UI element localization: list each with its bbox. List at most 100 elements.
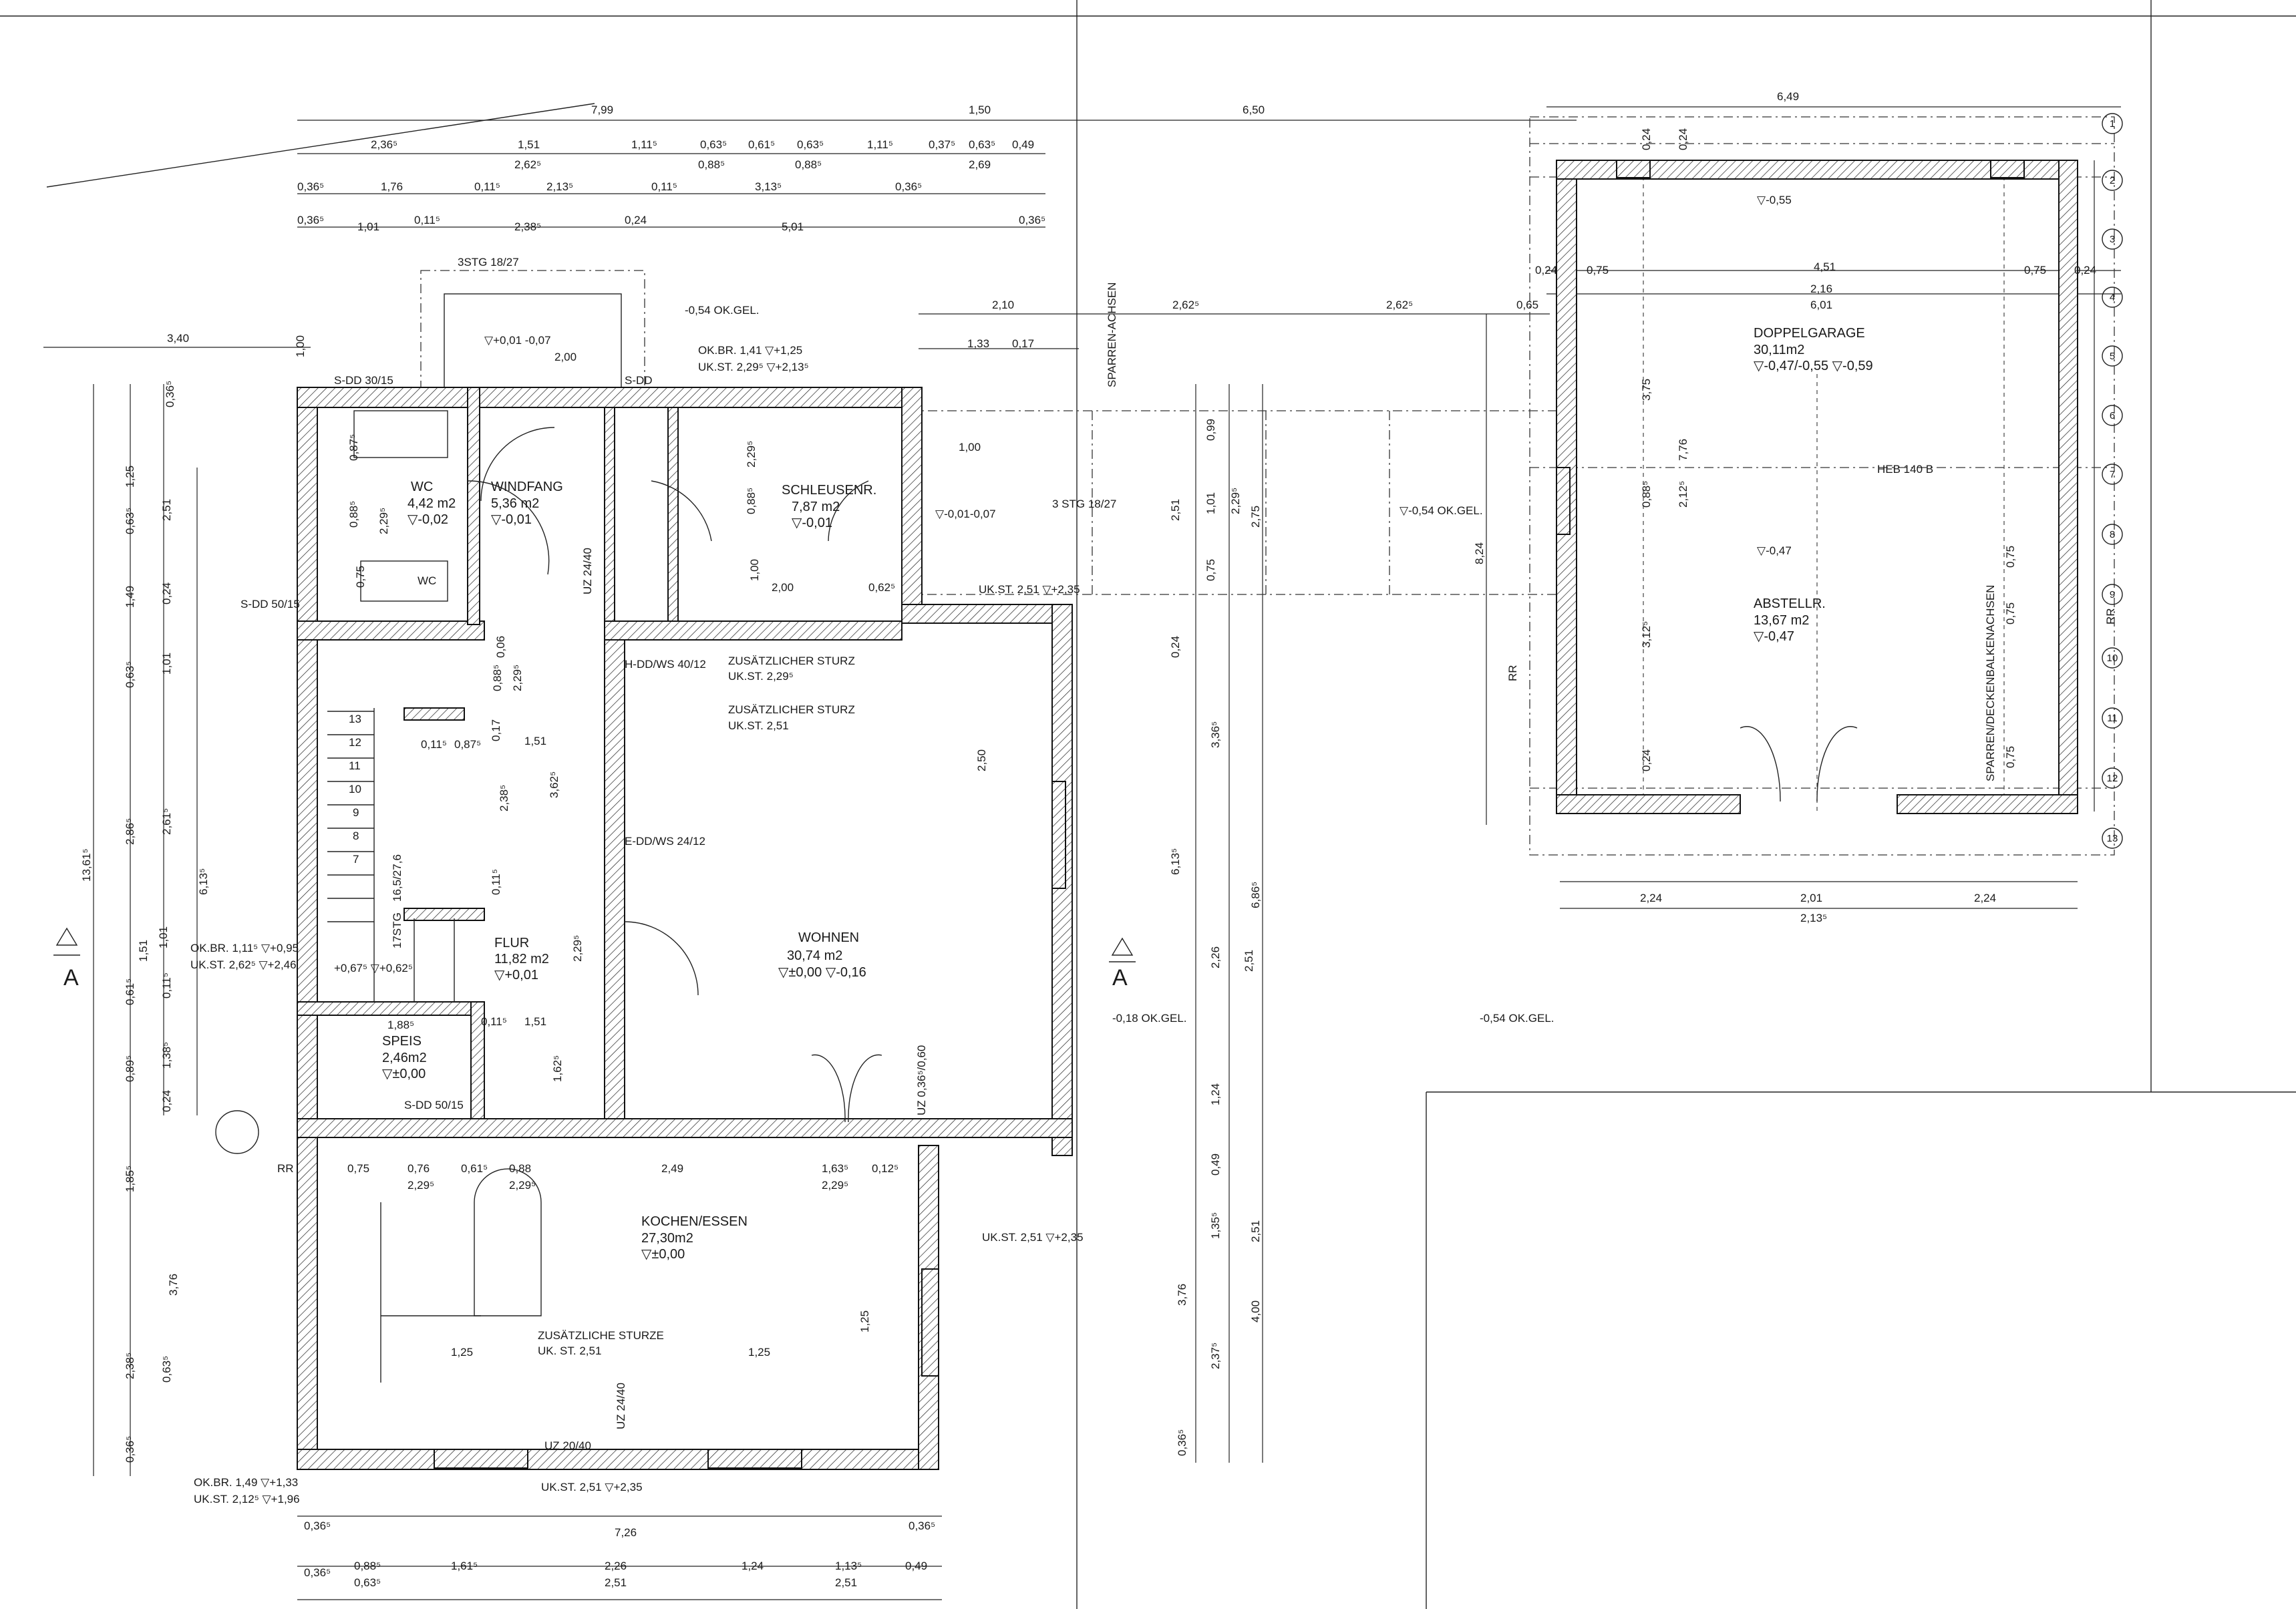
dim-top-c-1: 1,76 [381, 180, 403, 193]
annotations: 3STG 18/27 -0,54 OK.GEL. ▽+0,01 -0,07 2,… [63, 194, 2117, 1505]
dim-bottom-b-5: 1,13⁵ [835, 1560, 862, 1572]
dim-hall-4: 0,87⁵ [454, 738, 481, 751]
room-flur-area: 11,82 m2 [494, 952, 549, 966]
axis-label-6: 6 [2110, 410, 2115, 421]
dim-garage-top-1: 0,75 [1587, 264, 1609, 277]
dim-hall-23: 2,29⁵ [511, 665, 524, 691]
room-wohnen-level: ▽±0,00 ▽-0,16 [778, 965, 866, 980]
section-mark-left: A [63, 965, 79, 991]
label-lvl-garage-mid: ▽-0,47 [1757, 544, 1792, 557]
axis-label-4: 4 [2110, 292, 2115, 303]
dim-right-b-2: 2,75 [1249, 506, 1262, 528]
dim-kitchen-1: 0,76 [407, 1162, 430, 1175]
room-wohnen-area: 30,74 m2 [787, 948, 842, 963]
dim-garage-total: 6,49 [1777, 90, 1799, 103]
dim-hall-20: 0,75 [354, 566, 367, 588]
dim-left-b-3: 2,61⁵ [160, 808, 173, 835]
dim-left-b-7: 0,24 [160, 1090, 173, 1112]
room-labels: WC 4,42 m2 ▽-0,02 WINDFANG 5,36 m2 ▽-0,0… [382, 326, 1873, 1262]
dimension-texts: 7,99 1,50 6,50 6,49 2,36⁵ 1,51 1,11⁵ 0,6… [80, 90, 2096, 1589]
dim-garage-right-1: 0,24 [1677, 128, 1689, 150]
room-kochen-level: ▽±0,00 [641, 1247, 685, 1262]
dim-top-b-1: 0,88⁵ [698, 158, 725, 171]
dim-hall-19: 2,29⁵ [377, 508, 390, 534]
label-lvl-far: -0,54 OK.GEL. [1480, 1012, 1554, 1025]
dim-left-a-0: 1,25 [124, 466, 136, 488]
label-okbr1: OK.BR. 1,41 ▽+1,25 [698, 344, 802, 357]
room-windfang-level: ▽-0,01 [491, 512, 532, 527]
dim-top-c-6: 0,36⁵ [895, 180, 922, 193]
dim-kitchen-9: 2,29⁵ [822, 1179, 848, 1192]
axis-label-5: 5 [2110, 351, 2115, 362]
label-lvl-top: -0,54 OK.GEL. [685, 304, 760, 317]
dim-garage-top-2: 4,51 [1814, 260, 1836, 273]
dim-bottom-c-1: 2,51 [605, 1576, 627, 1589]
axis-label-3: 3 [2110, 234, 2115, 245]
dim-top-d-0: 0,36⁵ [297, 214, 324, 226]
axis-bubble-11 [2102, 707, 2123, 729]
label-stair-top: 3STG 18/27 [458, 256, 519, 269]
dim-left-a-5: 1,01 [157, 926, 170, 948]
dim-kitchen-2: 0,61⁵ [461, 1162, 488, 1175]
dim-bottom-a-0: 0,36⁵ [304, 1519, 331, 1532]
dim-wohnen-1: UZ 0,36⁵/0,60 [915, 1045, 928, 1115]
dim-left-a-8: 1,85⁵ [124, 1166, 136, 1192]
dim-garage-right-5: 2,12⁵ [1677, 481, 1689, 508]
dim-left-a-10: 2,38⁵ [124, 1353, 136, 1379]
dim-garage-right-8: 8,24 [1473, 542, 1486, 564]
room-speis-name: SPEIS [382, 1034, 422, 1049]
dim-garage-bottom-2: 2,24 [1974, 892, 1996, 904]
room-abstell-name: ABSTELLR. [1754, 596, 1826, 611]
label-sdd-4: S-DD 50/15 [404, 1099, 464, 1111]
axis-bubble-4 [2102, 287, 2123, 308]
room-abstell-level: ▽-0,47 [1754, 629, 1794, 644]
dim-wohnen-0: 2,50 [975, 749, 988, 771]
axis-bubble-12 [2102, 767, 2123, 789]
dim-total-3: 6,50 [1243, 104, 1265, 116]
dim-hall-16: 2,29⁵ [745, 441, 758, 468]
label-okbr2: OK.BR. 1,11⁵ ▽+0,95 [190, 942, 299, 954]
dim-top-a-3: 0,63⁵ [700, 138, 727, 151]
label-sdd-1: S-DD 30/15 [334, 374, 393, 387]
label-edd: E-DD/WS 24/12 [625, 835, 705, 848]
axis-label-13: 13 [2107, 833, 2118, 844]
dim-left-a-2: 1,49 [124, 586, 136, 608]
dim-top-a-0: 2,36⁵ [371, 138, 397, 151]
dim-hall-12: 2,00 [772, 581, 794, 594]
room-schleusenr-level: ▽-0,01 [792, 516, 832, 530]
label-uk-bottom: UK.ST. 2,51 ▽+2,35 [541, 1481, 643, 1493]
dim-left-a-9: 3,76 [167, 1274, 180, 1296]
dim-left-c-0: 3,40 [167, 332, 189, 345]
dim-left-b-2: 1,01 [160, 653, 173, 675]
dim-hall-0: 1,51 [524, 735, 546, 747]
room-flur-name: FLUR [494, 936, 529, 950]
dim-top-a-6: 1,11⁵ [867, 138, 893, 151]
dim-entry-width: 2,00 [554, 351, 577, 363]
dim-top-a-2: 1,11⁵ [631, 138, 657, 151]
dim-left-c-4: 13,61⁵ [80, 848, 93, 882]
dim-mid-4: 1,33 [967, 337, 989, 350]
dim-kitchen-5: 1,63⁵ [822, 1162, 848, 1175]
dim-right-a-7: 2,51 [1243, 950, 1255, 972]
dim-bottom-c-2: 2,51 [835, 1576, 857, 1589]
label-heb: HEB 140 B [1877, 463, 1933, 476]
label-uz-bottom: UZ 20/40 [544, 1439, 591, 1452]
dim-kitchen-3: 0,88 [509, 1162, 531, 1175]
stair-step-0: 13 [349, 713, 361, 725]
dim-top-b-3: 2,69 [969, 158, 991, 171]
dim-bottom-b-3: 2,26 [605, 1560, 627, 1572]
dim-left-b-4: 1,51 [137, 940, 150, 962]
dim-hall-3: 0,11⁵ [421, 738, 447, 751]
dim-garage-right-2: 3,75 [1640, 379, 1653, 401]
dim-right-b-3: 2,51 [1249, 1220, 1262, 1242]
axis-label-11: 11 [2107, 713, 2118, 724]
room-abstell-area: 13,67 m2 [1754, 613, 1809, 628]
dim-hall-5: 0,17 [490, 719, 502, 741]
axis-label-1: 1 [2110, 118, 2115, 130]
dim-garage-bottom-0: 2,24 [1640, 892, 1662, 904]
axis-label-7: 7 [2110, 469, 2115, 480]
dim-bottom-b-1: 0,88⁵ [354, 1560, 381, 1572]
dim-right-b-5: 4,00 [1249, 1300, 1262, 1322]
